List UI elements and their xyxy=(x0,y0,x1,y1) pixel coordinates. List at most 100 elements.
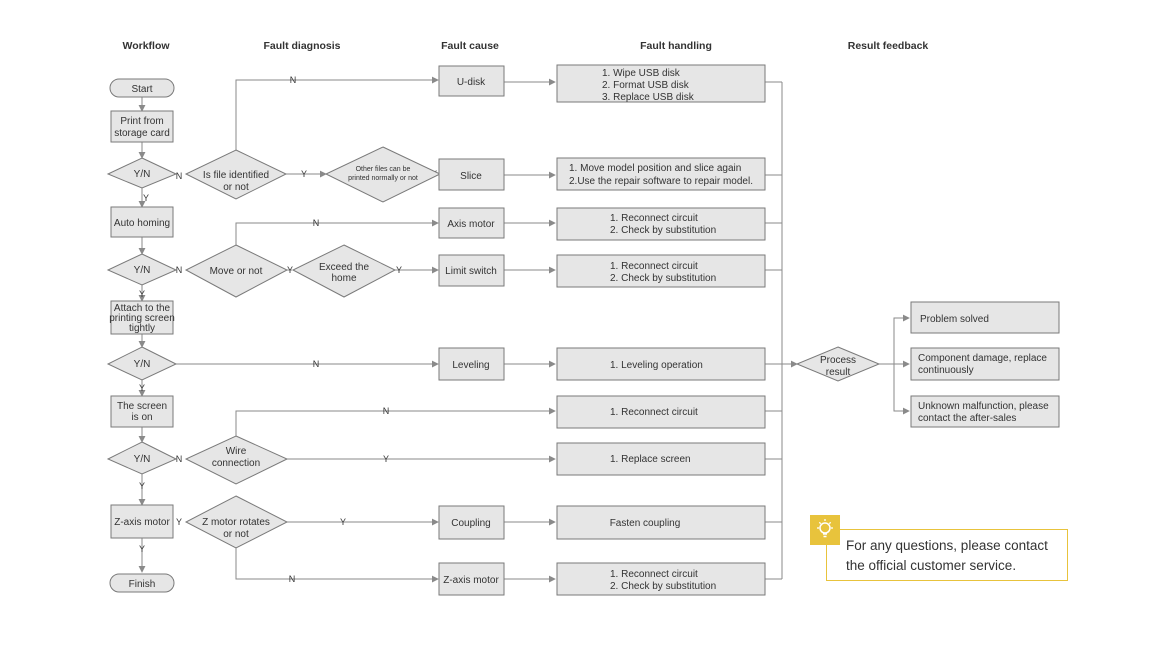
edge-label-y: Y xyxy=(139,544,145,554)
workflow-attach-screen: Attach to the printing screen tightly xyxy=(109,300,175,335)
workflow-auto-homing: Auto homing xyxy=(110,206,174,238)
edge-label-y: Y xyxy=(396,265,402,275)
feedback-unknown-line1: Unknown malfunction, please xyxy=(918,401,1049,412)
workflow-start-label: Start xyxy=(131,84,152,95)
edge-labels: N Y N Y Y N Y N Y Y N Y N Y N Y Y Y Y N xyxy=(139,75,437,584)
edge-label-y: Y xyxy=(139,383,145,393)
feedback-process-line1: Process xyxy=(820,355,856,366)
handling-substitute-label: 2. Check by substitution xyxy=(610,581,716,592)
cause-leveling: Leveling xyxy=(438,347,505,381)
feedback-damage-line2: continuously xyxy=(918,365,974,376)
edge-label-y: Y xyxy=(383,454,389,464)
edge-label-n: N xyxy=(176,454,183,464)
tip-callout: For any questions, please contact the of… xyxy=(826,529,1068,581)
cause-u-disk-label: U-disk xyxy=(457,77,486,88)
feedback-damage-line1: Component damage, replace xyxy=(918,353,1047,364)
handling-replace-screen-label: 1. Replace screen xyxy=(610,454,691,465)
workflow-print-line1: Print from xyxy=(120,116,163,127)
edge-label-y: Y xyxy=(176,517,182,527)
diagnosis-other-files: Other files can be printed normally or n… xyxy=(324,146,442,203)
feedback-problem-solved: Problem solved xyxy=(910,301,1060,334)
header-fault-diagnosis: Fault diagnosis xyxy=(263,40,340,52)
workflow-finish: Finish xyxy=(109,573,175,593)
header-fault-handling: Fault handling xyxy=(640,40,712,52)
edge-label-n: N xyxy=(313,359,320,369)
handling-substitute-label: 2. Check by substitution xyxy=(610,225,716,236)
workflow-attach-line2: printing screen xyxy=(109,313,175,324)
handling-fasten-label: Fasten coupling xyxy=(610,518,681,529)
handling-reconnect-label: 1. Reconnect circuit xyxy=(610,213,698,224)
edge-label-n: N xyxy=(289,574,296,584)
workflow-attach-line3: tightly xyxy=(129,323,155,334)
diagnosis-zrot-line2: or not xyxy=(223,529,249,540)
workflow-z-axis-label: Z-axis motor xyxy=(114,517,170,528)
handling-usb-line3: 3. Replace USB disk xyxy=(602,92,695,103)
diagnosis-file-identified: Is file identified or not xyxy=(184,149,288,200)
diagnosis-file-line1: Is file identified xyxy=(203,170,269,181)
handling-replace-screen: 1. Replace screen xyxy=(556,442,766,476)
decision-yn-label: Y/N xyxy=(134,454,151,465)
workflow-print-from-card: Print from storage card xyxy=(110,110,174,143)
edge-label-n: N xyxy=(290,75,297,85)
cause-slice: Slice xyxy=(438,158,505,191)
handling-reconnect-label: 1. Reconnect circuit xyxy=(610,407,698,418)
diagnosis-other-line1: Other files can be xyxy=(356,166,411,173)
workflow-screen-on: The screen is on xyxy=(110,395,174,428)
edge-label-y: Y xyxy=(143,193,149,203)
diagnosis-move-label: Move or not xyxy=(210,266,263,277)
workflow-decision-3: Y/N xyxy=(106,346,178,381)
handling-reconnect-label: 1. Reconnect circuit xyxy=(610,569,698,580)
edge-label-n: N xyxy=(176,265,183,275)
handling-usb: 1. Wipe USB disk 2. Format USB disk 3. R… xyxy=(556,64,766,103)
diagnosis-exceed-home: Exceed the home xyxy=(291,244,397,298)
cause-axis-motor: Axis motor xyxy=(438,207,505,239)
handling-slice: 1. Move model position and slice again 2… xyxy=(556,157,766,191)
feedback-unknown-line2: contact the after-sales xyxy=(918,413,1016,424)
edge-label-n: N xyxy=(176,171,183,181)
cause-axis-motor-label: Axis motor xyxy=(447,219,495,230)
feedback-solved-label: Problem solved xyxy=(920,314,989,325)
workflow-z-axis-motor: Z-axis motor xyxy=(110,504,174,539)
edge-label-y: Y xyxy=(287,265,293,275)
cause-limit-switch-label: Limit switch xyxy=(445,266,497,277)
handling-axis-motor: 1. Reconnect circuit 2. Check by substit… xyxy=(556,207,766,241)
handling-reconnect-label: 1. Reconnect circuit xyxy=(610,261,698,272)
diagnosis-move-or-not: Move or not xyxy=(184,244,289,298)
workflow-decision-2: Y/N xyxy=(106,253,178,286)
diagnosis-exceed-line2: home xyxy=(331,273,356,284)
workflow-screen-line1: The screen xyxy=(117,401,167,412)
handling-usb-line1: 1. Wipe USB disk xyxy=(602,68,681,79)
edge-label-y: Y xyxy=(139,289,145,299)
diagnosis-other-line2: printed normally or not xyxy=(348,175,418,182)
workflow-finish-label: Finish xyxy=(129,579,156,590)
lightbulb-icon xyxy=(810,515,840,545)
handling-usb-line2: 2. Format USB disk xyxy=(602,80,690,91)
workflow-decision-1: Y/N xyxy=(106,157,178,189)
cause-u-disk: U-disk xyxy=(438,65,505,97)
edge-label-y: Y xyxy=(139,481,145,491)
decision-yn-label: Y/N xyxy=(134,169,151,180)
workflow-start: Start xyxy=(109,78,175,98)
diagnosis-wire-line1: Wire xyxy=(226,446,247,457)
diagnosis-z-motor-rotates: Z motor rotates or not xyxy=(184,495,289,549)
diagnosis-wire-line2: connection xyxy=(212,458,260,469)
diagnosis-zrot-line1: Z motor rotates xyxy=(202,517,270,528)
feedback-unknown-malfunction: Unknown malfunction, please contact the … xyxy=(910,395,1060,428)
workflow-auto-homing-label: Auto homing xyxy=(114,218,170,229)
workflow-decision-4: Y/N xyxy=(106,441,178,475)
cause-coupling: Coupling xyxy=(438,505,505,540)
edge-label-n: N xyxy=(383,406,390,416)
handling-z-axis-motor: 1. Reconnect circuit 2. Check by substit… xyxy=(556,562,766,596)
handling-substitute-label: 2. Check by substitution xyxy=(610,273,716,284)
decision-yn-label: Y/N xyxy=(134,359,151,370)
cause-limit-switch: Limit switch xyxy=(438,254,505,287)
cause-z-axis-motor-label: Z-axis motor xyxy=(443,575,499,586)
cause-coupling-label: Coupling xyxy=(451,518,490,529)
handling-leveling-label: 1. Leveling operation xyxy=(610,360,703,371)
diagnosis-wire-connection: Wire connection xyxy=(184,435,289,485)
diagnosis-exceed-line1: Exceed the xyxy=(319,262,369,273)
header-result-feedback: Result feedback xyxy=(848,40,929,52)
edge-label-n: N xyxy=(313,218,320,228)
decision-yn-label: Y/N xyxy=(134,265,151,276)
